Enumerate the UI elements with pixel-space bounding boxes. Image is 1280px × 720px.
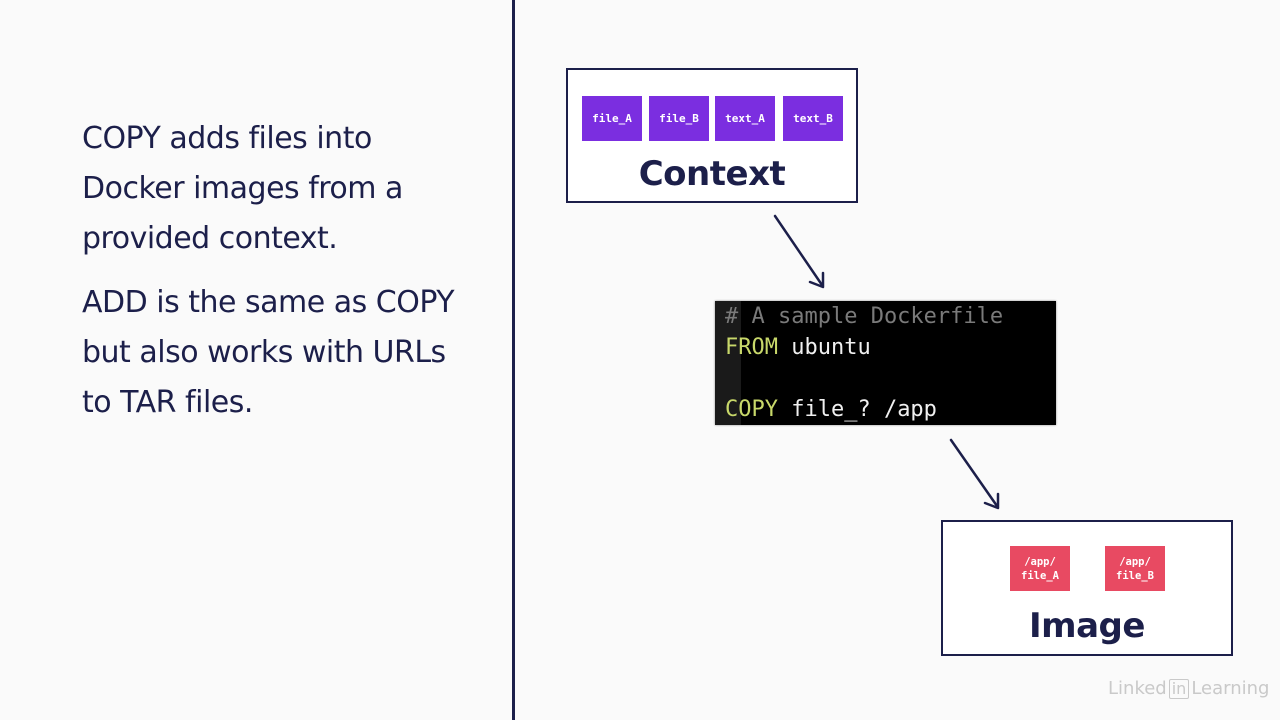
image-file-chip: /app/ file_A <box>1010 546 1070 591</box>
code-from-value: ubuntu <box>777 335 871 360</box>
context-box: file_A file_B text_A text_B Context <box>566 68 858 203</box>
logo-in-badge: in <box>1168 678 1190 699</box>
code-keyword-copy: COPY <box>725 397 778 422</box>
logo-suffix: Learning <box>1191 678 1270 699</box>
code-copy-value: file_? /app <box>777 397 937 422</box>
copy-description: COPY adds files into Docker images from … <box>82 121 403 256</box>
code-keyword-from: FROM <box>725 335 778 360</box>
context-file-chip: file_B <box>649 96 709 141</box>
image-file-name: file_A <box>1021 569 1059 582</box>
context-file-chip: text_A <box>715 96 775 141</box>
context-file-chip: text_B <box>783 96 843 141</box>
image-title: Image <box>1029 606 1145 646</box>
context-file-chip: file_A <box>582 96 642 141</box>
add-description: ADD is the same as COPY but also works w… <box>82 285 455 420</box>
vertical-divider <box>512 0 515 720</box>
logo-prefix: Linked <box>1108 678 1167 699</box>
context-title: Context <box>638 154 786 194</box>
image-box: /app/ file_A /app/ file_B Image <box>941 520 1233 656</box>
image-file-name: file_B <box>1116 569 1154 582</box>
image-file-path: /app/ <box>1024 555 1056 568</box>
explanation-text: COPY adds files into Docker images from … <box>82 114 482 442</box>
image-file-chip: /app/ file_B <box>1105 546 1165 591</box>
dockerfile-code-block: # A sample Dockerfile FROM ubuntu COPY f… <box>715 301 1056 425</box>
image-file-path: /app/ <box>1119 555 1151 568</box>
arrow-context-to-dockerfile <box>773 214 825 289</box>
arrow-dockerfile-to-image <box>949 438 1000 510</box>
code-comment: # A sample Dockerfile <box>725 304 1004 329</box>
